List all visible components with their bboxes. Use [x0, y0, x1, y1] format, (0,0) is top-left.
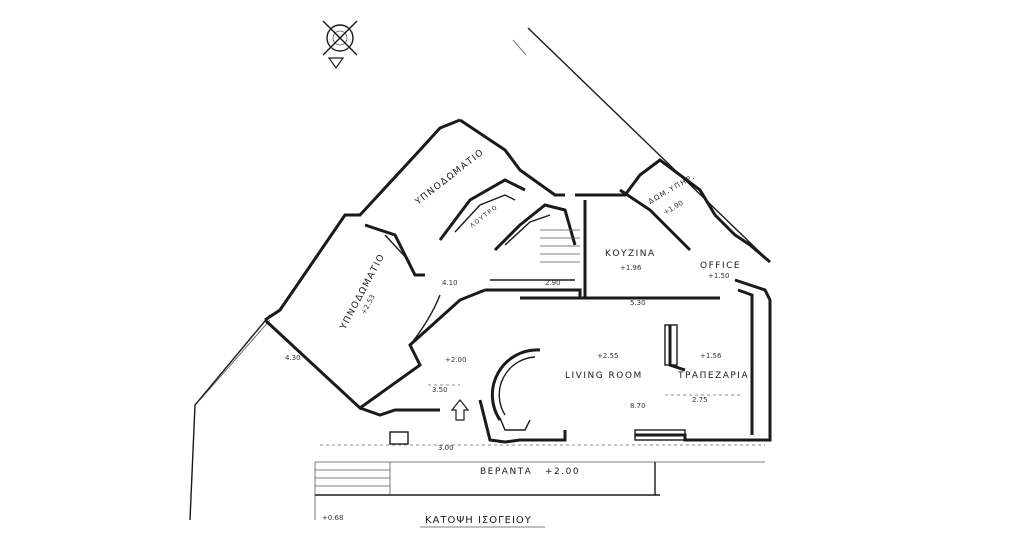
- dimension-marks: 4.30 3.00 5.30 2.75 8.70 3.50 4.10 2.90: [285, 279, 708, 452]
- level-living: +2.55: [597, 352, 618, 360]
- level-maid: +1.90: [662, 199, 685, 217]
- level-ground: +0.68: [322, 514, 343, 522]
- plot-boundary: [189, 27, 771, 521]
- level-kitchen: +1.96: [620, 264, 642, 272]
- room-label-office: OFFICE: [700, 261, 741, 271]
- veranda-outline: [314, 384, 765, 520]
- dim-4: 2.75: [692, 396, 708, 404]
- dim-7: 4.10: [442, 279, 458, 287]
- entry-arrow-icon: [450, 399, 470, 421]
- room-label-living-room: LIVING ROOM: [565, 371, 643, 381]
- room-label-veranda: ΒΕΡΑΝΤΑ: [480, 467, 532, 477]
- room-label-maid-room: ΔΩΜ.ΥΠΗΡ.: [647, 172, 697, 206]
- dim-5: 8.70: [630, 402, 646, 410]
- dim-3: 5.30: [630, 299, 646, 307]
- level-dining: +1.56: [700, 352, 722, 360]
- outer-walls: [263, 118, 772, 445]
- dim-6: 3.50: [432, 386, 448, 394]
- dim-2: 3.00: [438, 444, 454, 452]
- room-labels: ΥΠΝΟΔΩΜΑΤΙΟ ΥΠΝΟΔΩΜΑΤΙΟ ΛΟΥΤΡΟ ΚΟΥΖΙΝΑ Δ…: [338, 147, 749, 477]
- room-label-dining-room: ΤΡΑΠΕΖΑΡΙΑ: [677, 371, 749, 381]
- room-label-kitchen: ΚΟΥΖΙΝΑ: [605, 249, 656, 259]
- dim-1: 4.30: [285, 354, 301, 362]
- drawing-title: ΚΑΤΟΨΗ ΙΣΟΓΕΙΟΥ: [425, 515, 532, 526]
- veranda-level: +2.00: [545, 467, 580, 477]
- north-arrow-icon: [322, 20, 358, 70]
- level-office: +1.50: [708, 272, 729, 280]
- level-entry: +2.00: [445, 356, 466, 364]
- dim-8: 2.90: [545, 279, 561, 287]
- room-label-bedroom-1: ΥΠΝΟΔΩΜΑΤΙΟ: [338, 252, 387, 332]
- room-label-bedroom-2: ΥΠΝΟΔΩΜΑΤΙΟ: [413, 147, 487, 208]
- room-label-bath: ΛΟΥΤΡΟ: [469, 203, 500, 229]
